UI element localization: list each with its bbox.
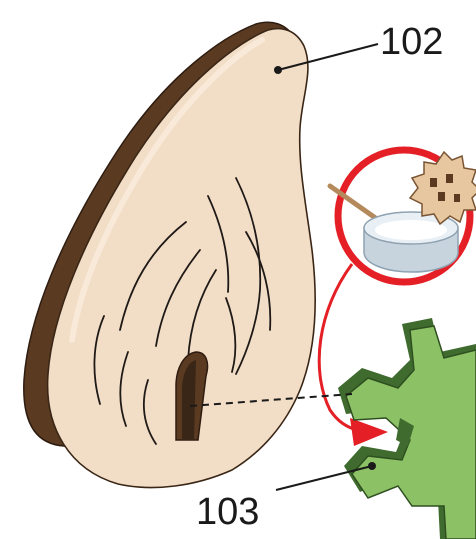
callout-102-label: 102 <box>380 21 443 63</box>
callout-103-label: 103 <box>196 491 259 533</box>
glue-detail-inset <box>330 150 476 282</box>
wooden-leaf-panel <box>24 22 315 487</box>
glue-arrow-head <box>350 418 388 446</box>
callout-103-dot <box>368 462 376 470</box>
